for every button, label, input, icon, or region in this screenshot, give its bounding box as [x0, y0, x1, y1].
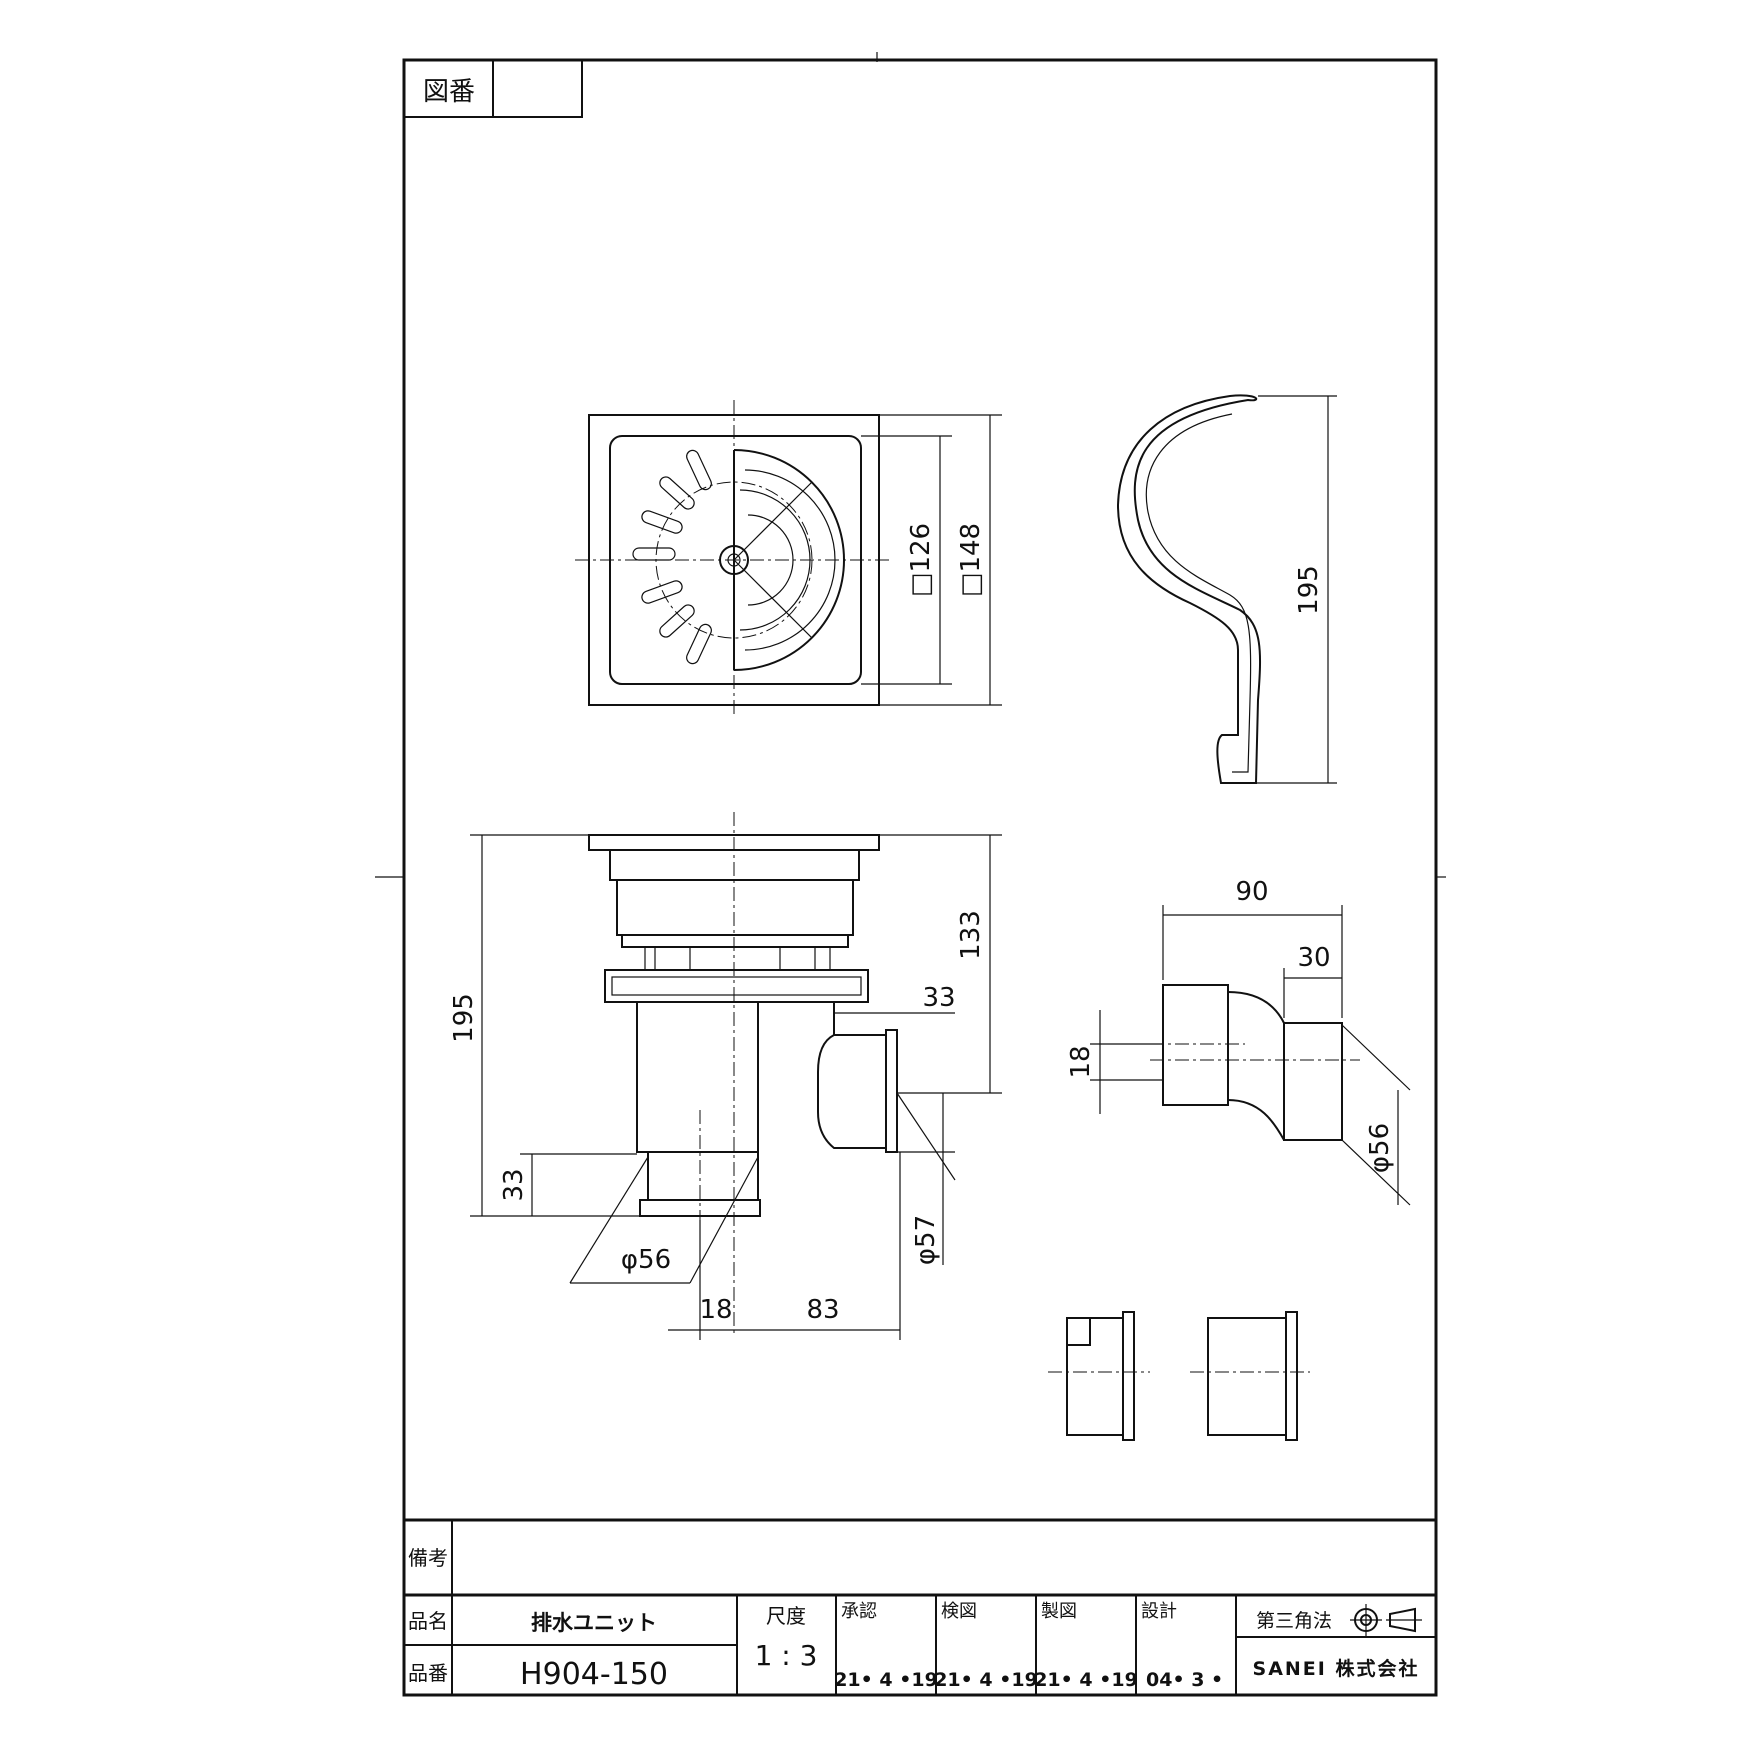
company-name: SANEI 株式会社 [1253, 1657, 1420, 1680]
small-parts [1048, 1311, 1310, 1441]
side-view: 195 133 33 33 φ56 φ57 18 83 [449, 812, 1002, 1340]
name-label: 品名 [408, 1609, 448, 1633]
drawing-border [402, 58, 1438, 1697]
dim-outlet-offset: 33 [922, 983, 955, 1013]
approved-date: 21• 4 •19 [834, 1669, 938, 1691]
drawing-number-box: 図番 [403, 59, 583, 118]
scale-value: 1 : 3 [755, 1639, 818, 1672]
product-name: 排水ユニット [531, 1611, 657, 1635]
dim-elbow-end: 30 [1297, 943, 1330, 973]
dim-offset-83: 83 [806, 1295, 839, 1325]
scale-label: 尺度 [766, 1604, 806, 1628]
dim-upper-height: 133 [956, 910, 986, 960]
approved-label: 承認 [841, 1601, 877, 1622]
dim-bottom-diameter: φ56 [621, 1245, 671, 1275]
centering-marks [375, 52, 1446, 878]
drawing-number-label: 図番 [423, 77, 475, 107]
dim-bottom-height: 33 [499, 1168, 529, 1201]
number-label: 品番 [408, 1661, 448, 1685]
dim-inner-square: □126 [906, 523, 936, 597]
dim-outlet-diameter: φ57 [911, 1215, 941, 1265]
checked-label: 検図 [941, 1601, 977, 1622]
design-date: 04• 3 • [1146, 1669, 1223, 1691]
third-angle-projection-icon [1350, 1604, 1422, 1636]
drawn-date: 21• 4 •19 [1034, 1669, 1138, 1691]
dim-handle-height: 195 [1294, 565, 1324, 615]
checked-date: 21• 4 •19 [934, 1669, 1038, 1691]
dim-outer-square: □148 [956, 523, 986, 597]
title-block: 備考 品名 排水ユニット 品番 H904-150 尺度 1 : 3 承認 21•… [404, 1518, 1436, 1695]
top-view: □126 □148 [575, 400, 1002, 718]
dim-total-height: 195 [449, 993, 479, 1043]
dim-offset-18: 18 [699, 1295, 732, 1325]
drawn-label: 製図 [1041, 1601, 1077, 1622]
dim-elbow-diameter: φ56 [1365, 1123, 1395, 1173]
dim-elbow-width: 90 [1235, 877, 1268, 907]
handle-view: 195 [1116, 394, 1337, 784]
product-number: H904-150 [520, 1657, 668, 1692]
design-label: 設計 [1141, 1601, 1177, 1622]
projection-label: 第三角法 [1256, 1610, 1332, 1632]
remarks-label: 備考 [408, 1546, 448, 1570]
elbow-view: 90 30 18 φ56 [1066, 877, 1411, 1206]
dim-elbow-offset: 18 [1066, 1045, 1096, 1078]
